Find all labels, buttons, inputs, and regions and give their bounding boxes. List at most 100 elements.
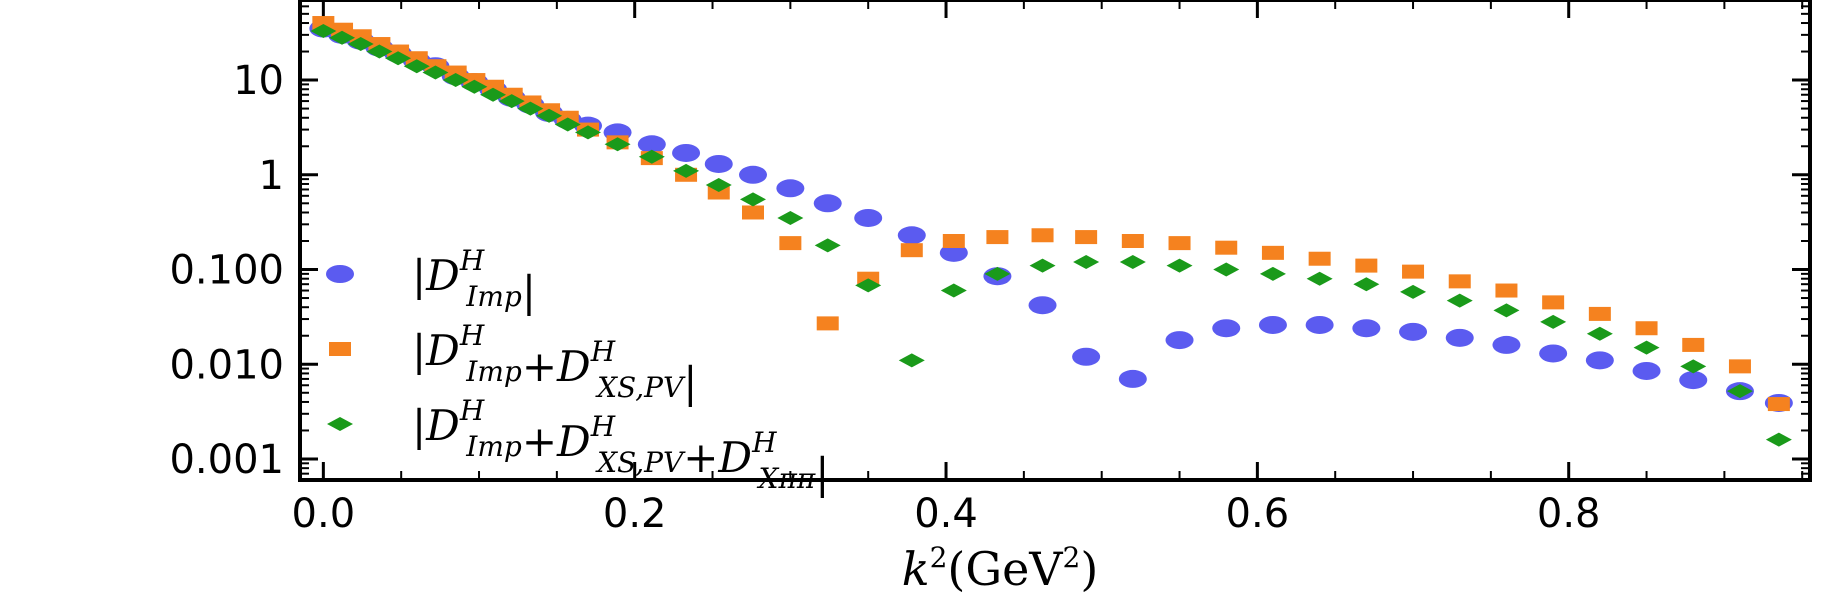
data-point bbox=[1585, 351, 1614, 370]
data-point bbox=[1165, 331, 1194, 350]
x-tick-label: 0.8 bbox=[1537, 491, 1601, 537]
x-tick-label: 0.6 bbox=[1226, 491, 1290, 537]
data-point bbox=[942, 234, 965, 249]
data-point bbox=[1031, 228, 1054, 243]
data-point bbox=[984, 266, 1011, 281]
y-tick-label: 10 bbox=[233, 58, 284, 104]
data-point bbox=[1446, 293, 1473, 308]
data-point bbox=[482, 79, 505, 94]
data-point bbox=[776, 179, 805, 198]
x-tick-label: 0.0 bbox=[292, 491, 356, 537]
y-tick-label: 1 bbox=[259, 153, 284, 199]
data-point bbox=[480, 87, 507, 102]
data-marks bbox=[309, 16, 1793, 447]
data-point bbox=[1308, 251, 1331, 266]
data-point bbox=[673, 163, 700, 178]
data-point bbox=[442, 73, 469, 88]
data-point bbox=[1680, 359, 1707, 374]
x-tick-label: 0.2 bbox=[603, 491, 667, 537]
data-point bbox=[405, 51, 428, 66]
axis-ticks bbox=[300, 0, 1810, 481]
y-tick-label: 0.001 bbox=[169, 437, 284, 483]
data-point bbox=[403, 59, 430, 74]
data-point bbox=[1635, 321, 1658, 336]
data-point bbox=[1072, 347, 1101, 366]
data-point bbox=[349, 29, 372, 44]
data-point bbox=[331, 22, 354, 37]
legend-marker bbox=[326, 265, 354, 283]
y-tick-label: 0.010 bbox=[169, 342, 284, 388]
series-diamond bbox=[310, 23, 1792, 447]
data-point bbox=[986, 230, 1009, 245]
data-point bbox=[1355, 258, 1378, 273]
plot-frame bbox=[298, 0, 1812, 482]
data-point bbox=[672, 143, 701, 162]
data-point bbox=[705, 178, 732, 193]
data-point bbox=[1075, 230, 1098, 245]
data-point bbox=[900, 243, 923, 258]
data-point bbox=[366, 44, 393, 59]
data-point bbox=[329, 30, 356, 45]
data-point bbox=[1400, 284, 1427, 299]
data-point bbox=[1119, 255, 1146, 270]
data-point bbox=[1352, 319, 1381, 338]
data-point bbox=[779, 236, 802, 251]
data-point bbox=[347, 37, 374, 52]
data-point bbox=[1448, 274, 1471, 289]
data-point bbox=[1118, 369, 1147, 388]
data-point bbox=[1168, 236, 1191, 251]
data-point bbox=[1682, 337, 1705, 352]
data-point bbox=[813, 194, 842, 213]
data-point bbox=[1212, 319, 1241, 338]
data-point bbox=[1445, 328, 1474, 347]
data-point bbox=[385, 51, 412, 66]
data-point bbox=[777, 210, 804, 225]
data-point bbox=[1353, 277, 1380, 292]
data-point bbox=[1399, 322, 1428, 341]
data-point bbox=[604, 137, 631, 152]
data-point bbox=[1073, 255, 1100, 270]
data-point bbox=[897, 226, 926, 245]
data-point bbox=[704, 154, 733, 173]
data-point bbox=[554, 117, 581, 132]
data-point bbox=[740, 192, 766, 207]
data-point bbox=[1679, 371, 1708, 390]
data-point bbox=[1495, 283, 1518, 298]
data-point bbox=[1767, 397, 1790, 412]
data-point bbox=[461, 79, 488, 94]
data-point bbox=[1402, 264, 1425, 279]
data-point bbox=[1258, 315, 1287, 334]
data-point bbox=[1166, 258, 1193, 273]
data-point bbox=[1028, 296, 1057, 315]
data-point bbox=[1542, 295, 1565, 310]
data-point bbox=[1586, 326, 1613, 341]
data-point bbox=[517, 101, 544, 116]
data-point bbox=[855, 278, 882, 293]
data-point bbox=[498, 94, 525, 109]
data-point bbox=[940, 283, 967, 298]
data-point bbox=[1306, 271, 1333, 286]
data-point bbox=[1492, 335, 1521, 354]
data-point bbox=[814, 238, 841, 253]
data-point bbox=[1493, 303, 1520, 318]
data-point bbox=[312, 16, 335, 31]
data-point bbox=[422, 65, 449, 80]
data-point bbox=[637, 135, 666, 154]
data-point bbox=[310, 23, 337, 38]
data-point bbox=[1213, 262, 1240, 277]
data-point bbox=[854, 208, 883, 227]
data-point bbox=[1540, 314, 1567, 329]
legend-marker bbox=[327, 417, 353, 431]
data-point bbox=[574, 125, 601, 140]
data-point bbox=[1121, 234, 1144, 249]
y-tick-label: 0.100 bbox=[169, 248, 284, 294]
data-point bbox=[1588, 306, 1611, 321]
data-point bbox=[742, 205, 764, 220]
data-point bbox=[1728, 359, 1751, 374]
legend-marker bbox=[329, 342, 351, 356]
